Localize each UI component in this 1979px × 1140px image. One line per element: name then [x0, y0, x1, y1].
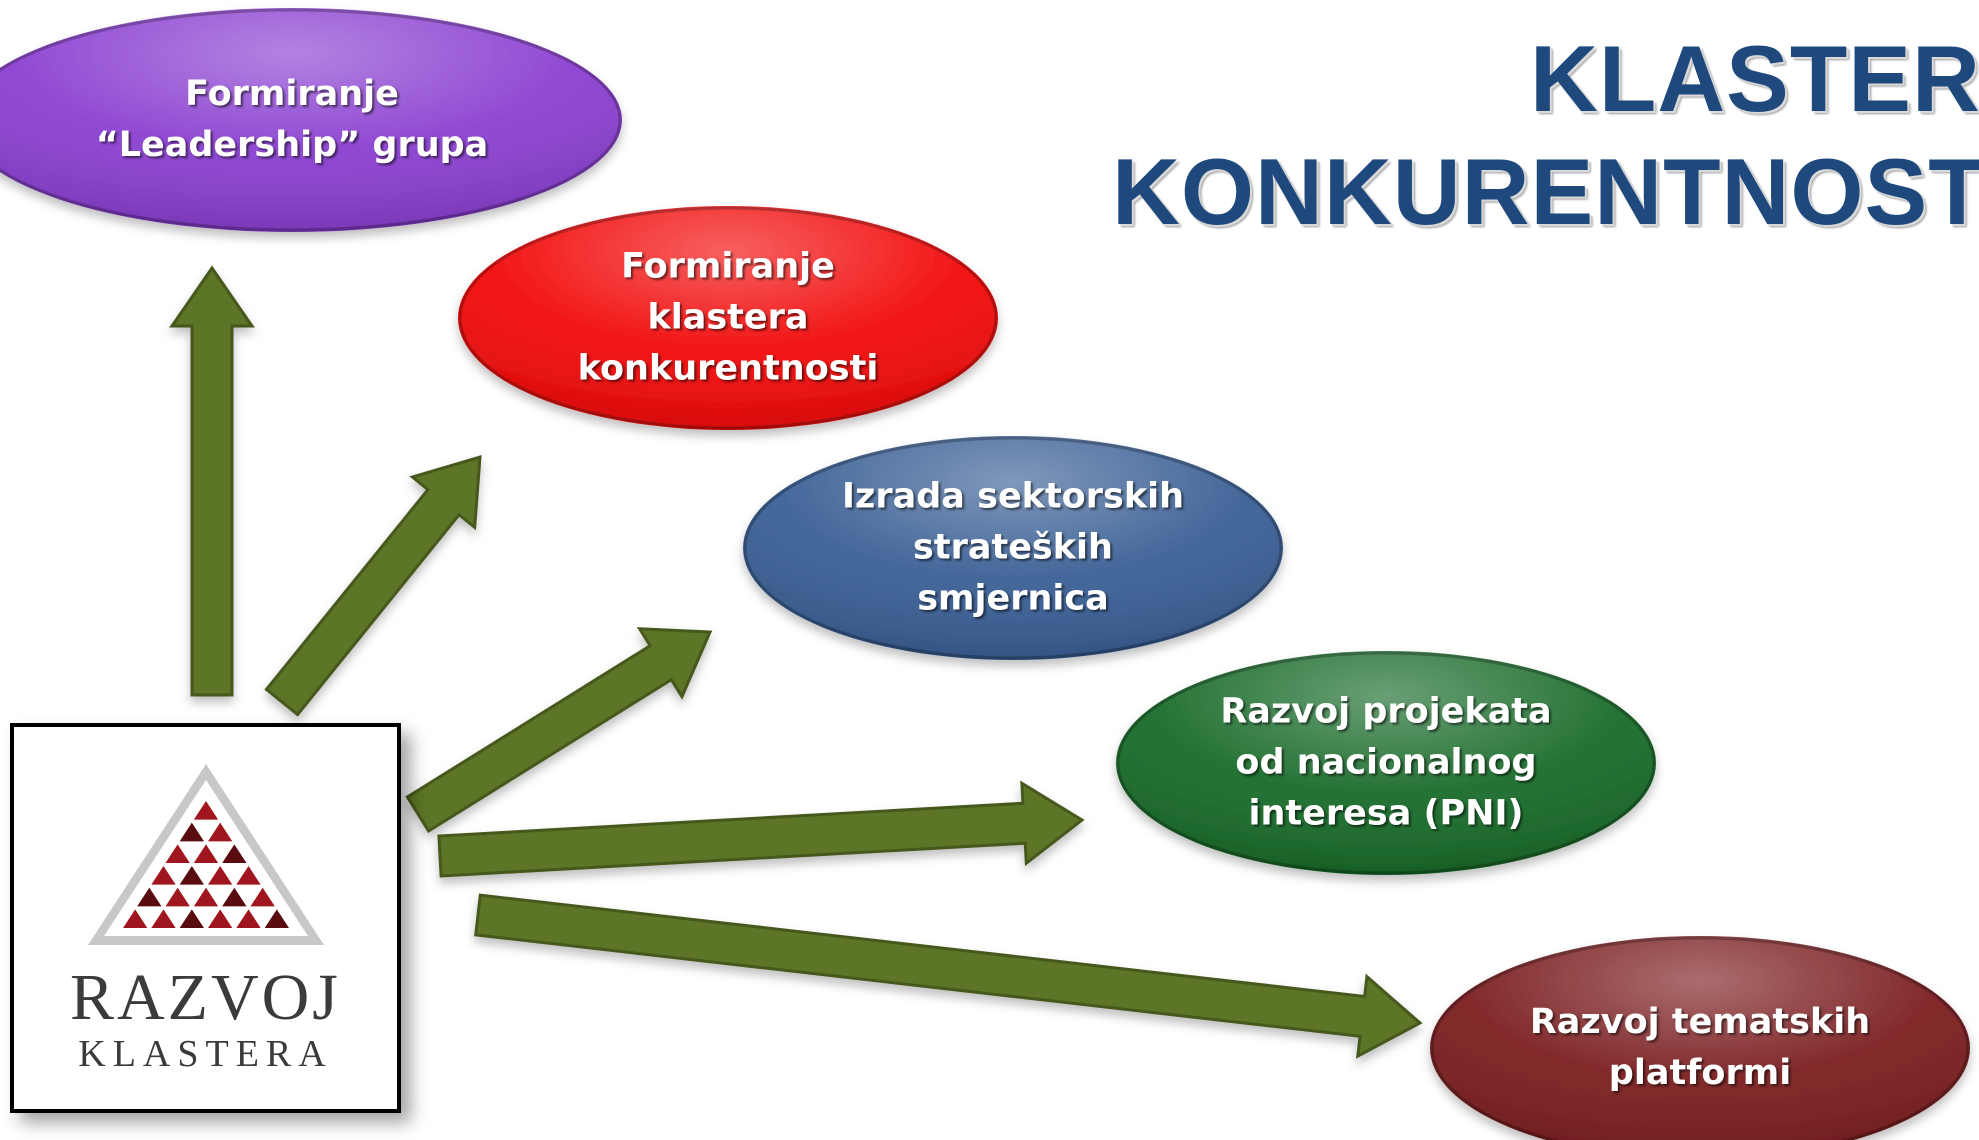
- node-label-line: klastera: [647, 297, 809, 338]
- arrow-to-klastera: [264, 454, 482, 717]
- node-label-line: Razvoj projekata: [1220, 691, 1552, 732]
- node-klastera: [458, 206, 998, 430]
- arrow-to-smjernice: [405, 627, 713, 834]
- title-line-1: KLASTERI: [1530, 26, 1979, 131]
- pyramid-logo-icon: [88, 764, 324, 945]
- title-line-2: KONKURENTNOSTI: [1112, 139, 1979, 244]
- node-pni: [1116, 651, 1656, 875]
- node-label-line: smjernica: [917, 578, 1109, 619]
- arrow-to-leadership: [169, 265, 255, 697]
- node-platforme: [1430, 936, 1970, 1140]
- node-label-line: “Leadership” grupa: [95, 125, 489, 165]
- node-label-platforme: Razvoj tematskih platformi: [1530, 997, 1870, 1099]
- node-label-smjernice: Izrada sektorskih strateških smjernica: [842, 472, 1184, 625]
- node-label-line: Razvoj tematskih: [1529, 1002, 1871, 1042]
- node-label-line: konkurentnosti: [577, 348, 879, 389]
- logo-text-klastera: KLASTERA: [78, 1033, 333, 1075]
- razvoj-klastera-logo: RAZVOJ KLASTERA: [10, 723, 401, 1113]
- node-smjernice: [743, 436, 1283, 660]
- arrow-to-platforme: [474, 893, 1423, 1059]
- node-label-line: platformi: [1608, 1053, 1792, 1093]
- node-label-line: Formiranje: [185, 74, 399, 114]
- arrow-to-pni: [437, 780, 1085, 878]
- node-label-pni: Razvoj projekata od nacionalnog interesa (…: [1220, 687, 1551, 840]
- node-label-line: Izrada sektorskih: [841, 476, 1185, 517]
- node-label-line: interesa (PNI): [1248, 793, 1524, 834]
- node-label-leadership: Formiranje “Leadership” grupa: [96, 69, 489, 171]
- node-label-line: Formiranje: [621, 246, 835, 287]
- node-label-line: od nacionalnog: [1235, 742, 1537, 783]
- node-label-klastera: Formiranje klastera konkurentnosti: [578, 242, 879, 395]
- node-leadership: [0, 8, 622, 232]
- logo-text-razvoj: RAZVOJ: [69, 961, 341, 1034]
- node-label-line: strateških: [913, 527, 1113, 568]
